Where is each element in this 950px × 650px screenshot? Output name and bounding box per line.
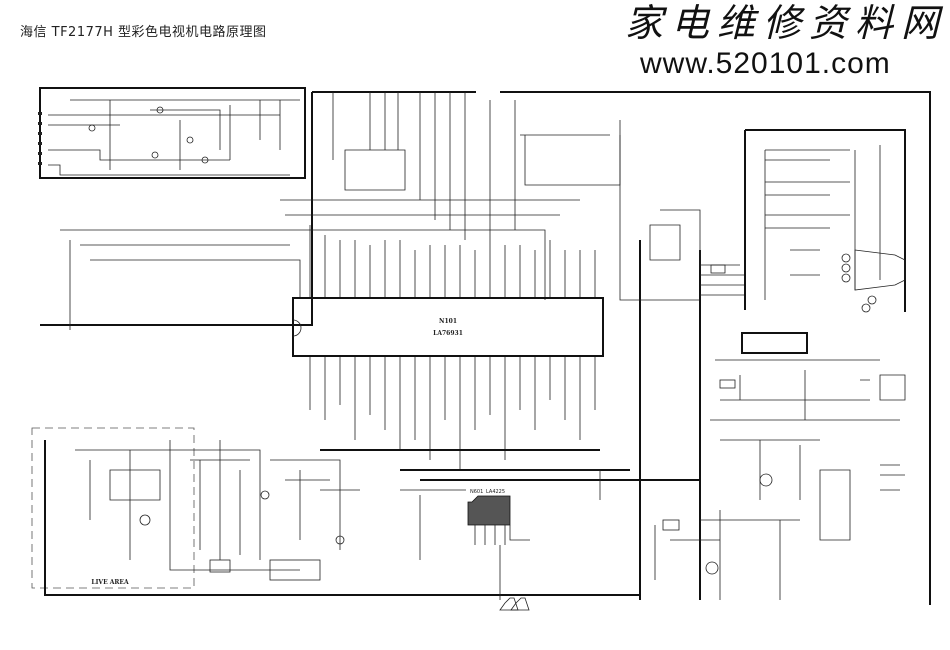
schematic-title: 海信 TF2177H 型彩色电视机电路原理图 xyxy=(20,25,267,40)
main-board-wiring xyxy=(40,91,931,605)
audio-ic-part: LA4225 xyxy=(486,489,505,495)
live-area-label: LIVE AREA xyxy=(91,579,129,586)
crt-board xyxy=(710,129,906,313)
audio-ic-la4225: N601 LA4225 xyxy=(400,469,601,611)
watermark-url: www.520101.com xyxy=(640,47,891,80)
watermark-site-name: 家电维修资料网 xyxy=(625,1,948,45)
power-supply-section: LIVE AREA xyxy=(31,427,640,596)
speaker-icon xyxy=(499,597,530,611)
power-regulator-section xyxy=(654,332,906,600)
main-ic-part: LA76931 xyxy=(433,330,463,337)
main-ic-la76931: N101 LA76931 xyxy=(292,297,604,357)
main-ic-ref: N101 xyxy=(439,318,457,325)
remote-board xyxy=(38,87,306,179)
audio-ic-ref: N601 xyxy=(470,489,483,495)
